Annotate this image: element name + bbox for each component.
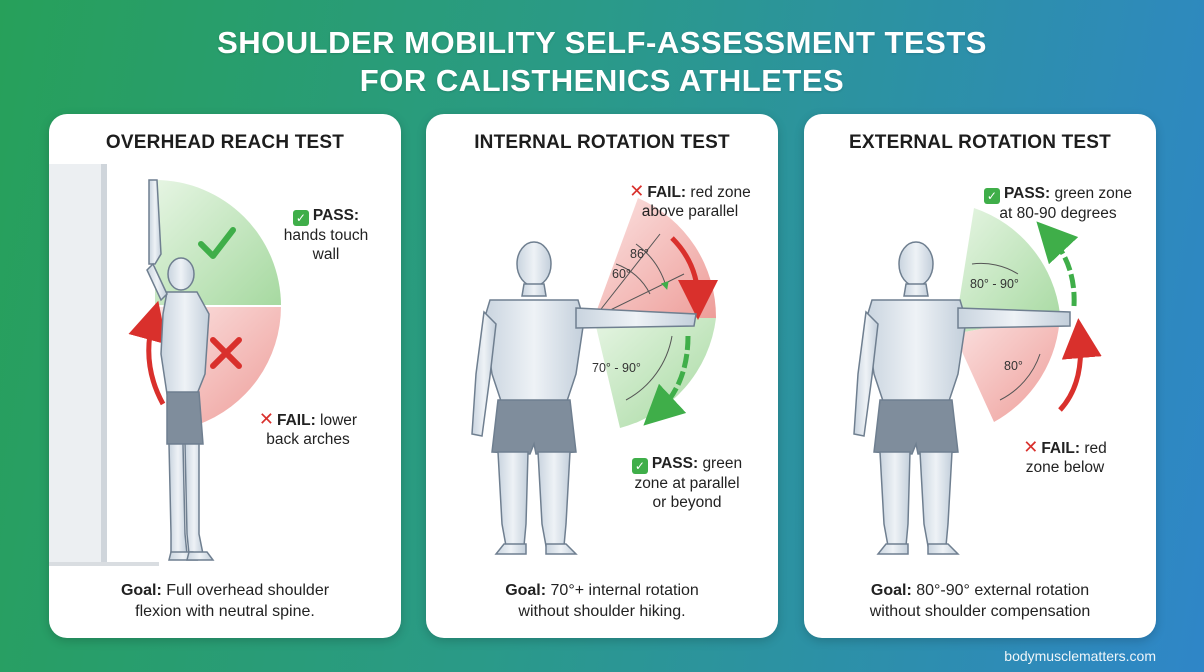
fail-x-icon: ✕ [1023,437,1039,457]
angle-60-label: 60° [612,267,631,281]
pass-text-3: or beyond [652,494,722,511]
goal-text: Goal: 80°-90° external rotation without … [804,580,1156,622]
pass-text-2: wall [312,246,340,263]
goal-text: Goal: Full overhead shoulder flexion wit… [49,580,401,622]
fail-x-icon: ✕ [258,409,274,429]
pass-text-2: zone at parallel [634,475,740,492]
arrow-icon-green [643,335,691,426]
fail-text-1: lower [320,412,358,429]
title-line-1: SHOULDER MOBILITY SELF-ASSESSMENT TESTS [217,25,987,60]
internal-rotation-illustration: 86° 60° 70° - 90° [471,198,718,555]
fail-text-2: above parallel [641,203,739,220]
fail-x-icon: ✕ [629,181,645,201]
figure-overhead [146,179,215,561]
arrow-icon [670,236,718,320]
angle-80-label: 80° [1004,359,1023,373]
goal-text-2: without shoulder compensation [869,603,1091,620]
angle-range-label: 80° - 90° [970,277,1019,291]
pass-label: PASS: [651,455,699,472]
pass-note: ✓PASS: green zone at parallel or beyond [602,454,772,512]
watermark: bodymusclematters.com [1004,648,1156,664]
floor [49,562,159,566]
card-title: EXTERNAL ROTATION TEST [849,132,1111,153]
goal-label: Goal: [120,582,162,599]
fail-text-2: zone below [1025,459,1105,476]
arrow-icon [128,300,168,406]
card-title: OVERHEAD REACH TEST [105,132,345,153]
figure-internal [471,241,697,555]
goal-text-1: 70°+ internal rotation [550,582,699,599]
x-icon [210,337,242,369]
fail-note: ✕FAIL: red zone below [1000,438,1130,477]
goal-text-1: Full overhead shoulder [166,582,330,599]
pass-label: PASS: [1003,185,1051,202]
wall [49,164,107,564]
page-title: SHOULDER MOBILITY SELF-ASSESSMENT TESTS … [0,24,1204,100]
pass-text-1: green zone [1054,185,1133,202]
fail-zone [954,314,1060,422]
fail-text-1: red [1084,440,1107,457]
angle-range-label: 70° - 90° [592,361,641,375]
arrow-icon [1058,318,1102,412]
card-overhead-reach: OVERHEAD REACH TEST ✓PASS: hands touch w… [49,114,401,638]
pass-text-1: green [702,455,743,472]
goal-text: Goal: 70°+ internal rotation without sho… [426,580,778,622]
pass-check-icon: ✓ [292,210,309,226]
goal-label: Goal: [505,582,547,599]
title-line-2: FOR CALISTHENICS ATHLETES [359,63,845,98]
fail-label: FAIL: [1041,440,1081,457]
card-external-rotation: 80° - 90° 80° EXTERNAL ROTATION TEST ✓PA… [804,114,1156,638]
fail-text-2: back arches [266,431,350,448]
wall-edge [101,164,107,564]
card-internal-rotation: 86° 60° 70° - 90° INTERNAL ROTATION TEST… [426,114,778,638]
arrow-icon-green [1036,221,1079,307]
fail-label: FAIL: [276,412,316,429]
pass-note: ✓PASS: green zone at 80-90 degrees [968,184,1148,223]
pass-note: ✓PASS: hands touch wall [261,206,391,264]
fail-note: ✕FAIL: red zone above parallel [604,182,776,221]
overhead-reach-illustration [49,164,282,566]
pass-check-icon: ✓ [631,458,648,474]
figure-external [853,241,1071,555]
pass-label: PASS: [312,207,360,224]
pass-zone [954,208,1060,334]
fail-text-1: red zone [690,184,751,201]
goal-text-1: 80°-90° external rotation [916,582,1090,599]
angle-86-label: 86° [630,247,649,261]
goal-label: Goal: [870,582,912,599]
fail-label: FAIL: [647,184,687,201]
pass-text-1: hands touch [283,227,369,244]
goal-text-2: flexion with neutral spine. [135,603,315,620]
check-icon [198,227,236,259]
goal-text-2: without shoulder hiking. [518,603,686,620]
fail-note: ✕FAIL: lower back arches [233,410,383,449]
pass-text-2: at 80-90 degrees [999,205,1117,222]
pass-check-icon: ✓ [983,188,1000,204]
card-title: INTERNAL ROTATION TEST [474,132,730,153]
external-rotation-illustration: 80° - 90° 80° [853,208,1102,555]
